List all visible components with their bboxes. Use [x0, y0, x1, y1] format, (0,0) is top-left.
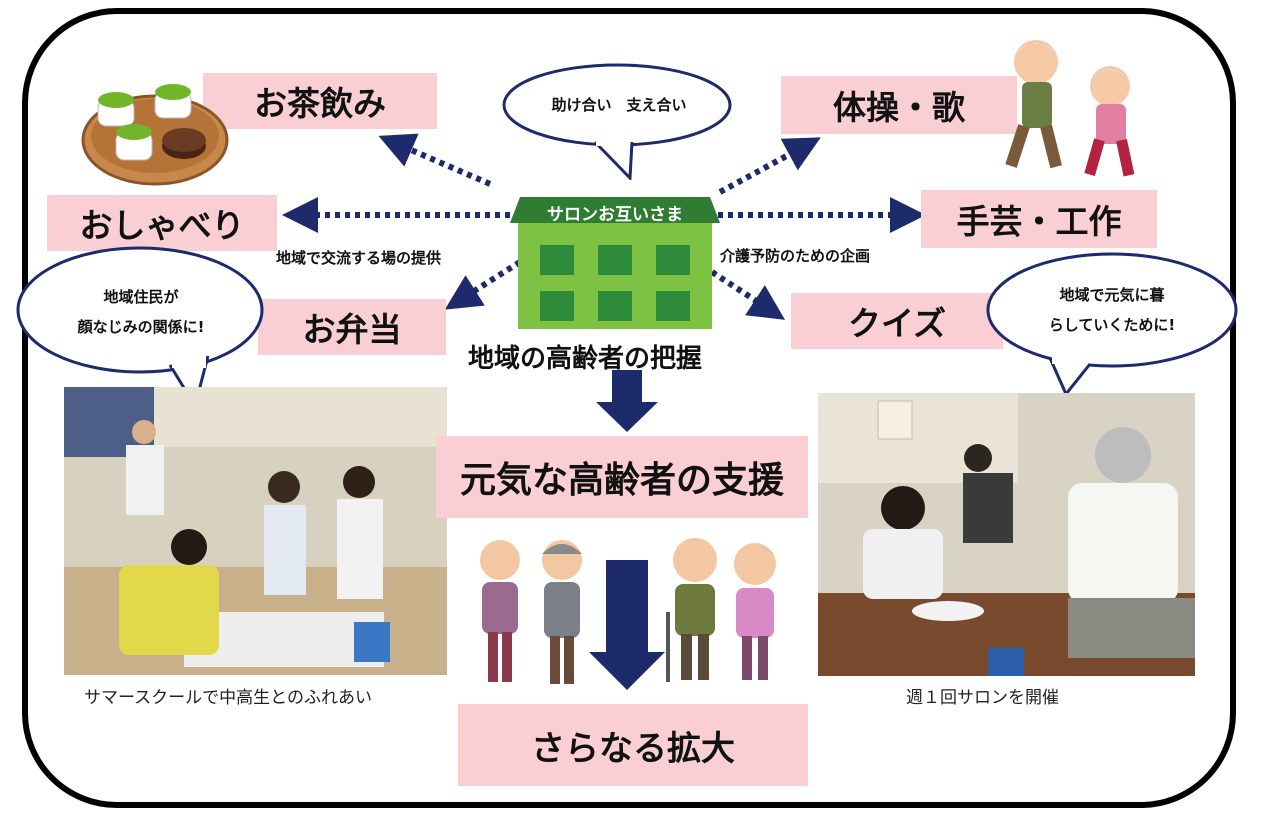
- arrow-to-exercise: [718, 137, 821, 195]
- left-speech-bubble: [16, 246, 264, 410]
- right-speech-bubble: [986, 252, 1238, 397]
- activity-chat: おしゃべり: [47, 195, 277, 251]
- center-speech-bubble: [502, 63, 732, 180]
- activity-quiz: クイズ: [791, 293, 1003, 349]
- arrow-to-bento: [444, 259, 522, 310]
- salon-meeting-photo: [818, 393, 1195, 676]
- activity-tea: お茶飲み: [203, 73, 437, 129]
- bottom-label: 地域の高齢者の把握: [468, 344, 703, 374]
- arrow-to-quiz: [710, 269, 786, 320]
- left-note: 地域で交流する場の提供: [276, 249, 442, 267]
- left-bubble-line1: 地域住民が: [103, 288, 179, 306]
- center-bubble-text: 助け合い 支え合い: [551, 96, 687, 114]
- right-bubble-text: 地域で元気に暮 らしていくために!: [1000, 280, 1224, 340]
- elderly-people-icon: [480, 538, 776, 684]
- tea-cups-icon: [81, 84, 229, 186]
- left-photo-caption: サマースクールで中高生とのふれあい: [84, 688, 372, 708]
- right-note: 介護予防のための企画: [720, 247, 871, 265]
- right-photo-caption: 週１回サロンを開催: [906, 688, 1059, 708]
- activity-exercise: 体操・歌: [781, 76, 1017, 134]
- running-elders-icon: [1005, 40, 1135, 177]
- right-bubble-line2: らしていくために!: [1048, 316, 1176, 334]
- left-bubble-line2: 顔なじみの関係に!: [77, 318, 205, 336]
- summer-school-photo: [64, 387, 447, 675]
- down-arrow-top: [596, 370, 658, 432]
- left-bubble-text: 地域住民が 顔なじみの関係に!: [30, 282, 252, 342]
- arrow-to-tea: [378, 133, 492, 187]
- salon-sign: サロンお互いさま: [547, 205, 683, 225]
- right-bubble-line1: 地域で元気に暮: [1059, 286, 1165, 304]
- activity-crafts: 手芸・工作: [921, 190, 1157, 248]
- support-label: 元気な高齢者の支援: [436, 436, 808, 518]
- activity-bento: お弁当: [258, 299, 446, 355]
- salon-building-icon: [510, 197, 720, 329]
- expand-label: さらなる拡大: [458, 704, 808, 786]
- down-arrow-big: [589, 560, 665, 690]
